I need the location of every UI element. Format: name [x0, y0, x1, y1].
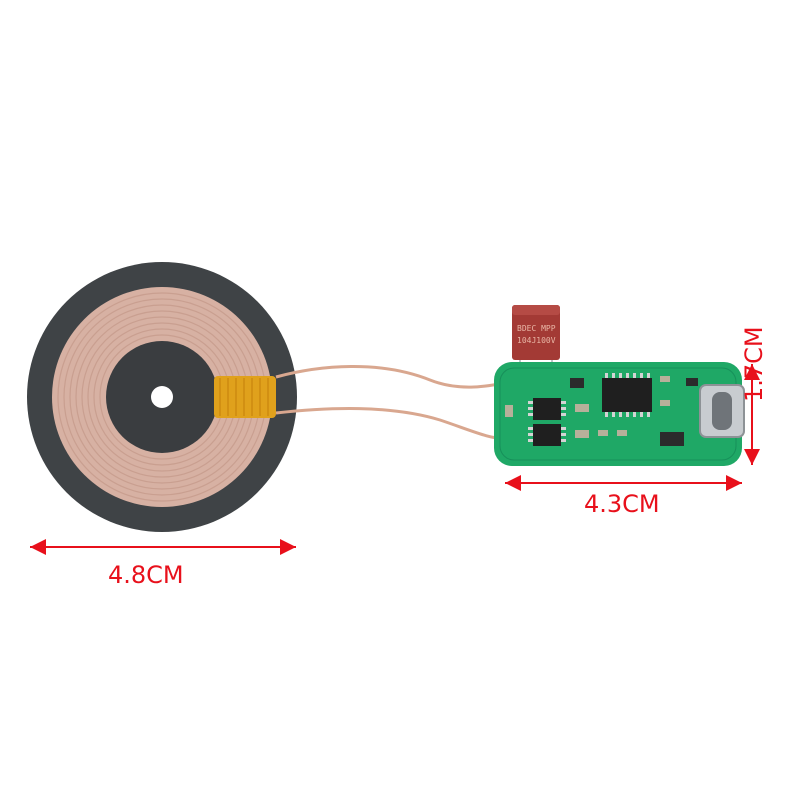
capacitor: BDEC MPP 104J100V	[512, 305, 560, 385]
capacitor-label-line1: BDEC MPP	[517, 324, 556, 333]
capacitor-label-line2: 104J100V	[517, 336, 556, 345]
pcb-board	[494, 362, 745, 466]
tape-wire-lines	[219, 378, 269, 416]
lead-wire-top	[275, 365, 511, 389]
board-width-label: 4.3CM	[584, 490, 660, 518]
center-hole	[151, 386, 173, 408]
coil-tape	[214, 376, 276, 418]
lead-wire-bottom	[275, 407, 506, 440]
board-height-label: 1.7CM	[740, 326, 768, 402]
coil-width-label: 4.8CM	[108, 561, 184, 589]
